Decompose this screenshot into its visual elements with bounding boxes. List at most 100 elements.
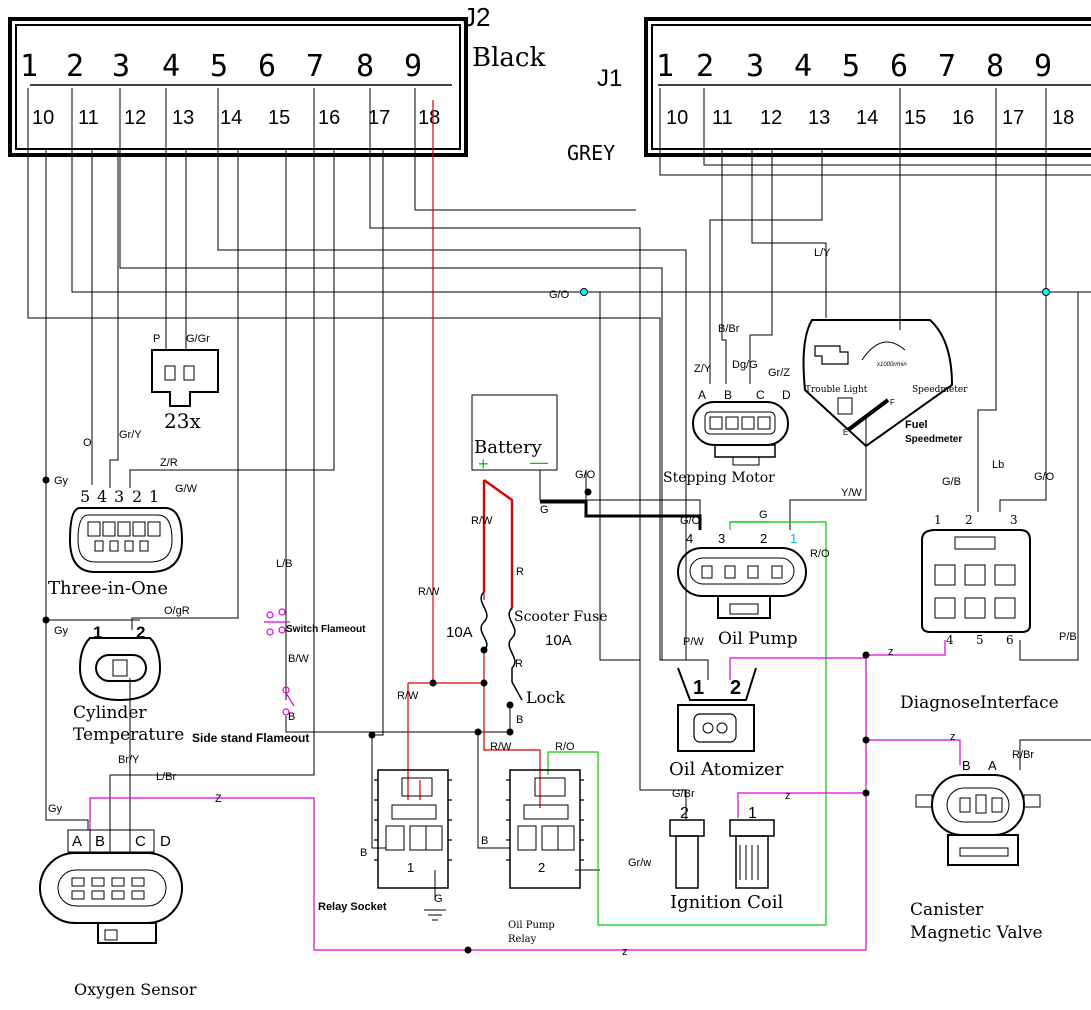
j2-bottom-pin-13: 13: [172, 107, 194, 129]
wire-pw: P/W: [683, 636, 704, 648]
ignition-coil-pin-2: 2: [680, 805, 689, 822]
wire-yw: Y/W: [841, 487, 862, 499]
switch-flameout-label: Switch Flameout: [286, 624, 366, 635]
three-in-one-label: Three-in-One: [48, 578, 168, 599]
j2-bottom-pin-17: 17: [368, 107, 390, 129]
ignition-coil: [669, 819, 775, 889]
oil-pump-pin-3: 3: [718, 531, 725, 546]
wire-rbr: R/Br: [1012, 749, 1034, 761]
diagnose-bottom-pin-4: 4: [946, 633, 954, 647]
wire-go-batt: G/O: [575, 469, 596, 481]
wire-lb-diag: Lb: [992, 459, 1004, 471]
j1-top-pin-6: 6: [890, 49, 908, 84]
wire-gb: G/B: [942, 476, 961, 488]
stepping-motor-pin-C: C: [756, 388, 765, 402]
wire-zy: Z/Y: [694, 363, 712, 375]
switch-flameout-symbol: [264, 608, 290, 636]
wire-z-can: z: [950, 731, 956, 743]
stepping-motor-pin-A: A: [698, 388, 706, 402]
ground-wire-g: [540, 500, 702, 530]
wire-gy-top: Gy: [54, 475, 69, 487]
j2-top-pin-1: 1: [20, 49, 38, 84]
stepping-motor: [692, 401, 789, 466]
wire-grw: Gr/w: [628, 857, 651, 869]
scooter-fuse-rating: 10A: [545, 632, 572, 649]
wire-ogr: O/gR: [164, 605, 190, 617]
diagnose-bottom-pin-6: 6: [1006, 633, 1014, 647]
fuse-right: [508, 607, 516, 682]
go-junction-left: [580, 288, 588, 296]
wire-rw-relay2: R/W: [490, 741, 512, 753]
j1-top-pin-8: 8: [986, 49, 1004, 84]
lock-switch: [511, 681, 523, 701]
j1-bottom-pin-17: 17: [1002, 107, 1024, 129]
three-in-one-pin-1: 1: [149, 487, 159, 506]
wire-lb-switch: L/B: [276, 558, 293, 570]
wire-z-bottom: z: [622, 946, 628, 958]
j2-bottom-pin-18: 18: [418, 107, 440, 129]
j2-top-pin-5: 5: [210, 49, 228, 84]
j2-bottom-pin-15: 15: [268, 107, 290, 129]
canister-label-1: Canister: [910, 900, 984, 920]
battery: [471, 394, 558, 471]
wire-rw-batt: R/W: [471, 515, 493, 527]
j2-top-pin-8: 8: [356, 49, 374, 84]
cylinder-temperature: [78, 637, 162, 702]
wire-go-pump: G/O: [680, 515, 701, 527]
wire-r-lock: R: [515, 658, 523, 670]
j1-bottom-pin-13: 13: [808, 107, 830, 129]
j2-top-pin-3: 3: [112, 49, 130, 84]
j1-top-pin-3: 3: [746, 49, 764, 84]
oxygen-sensor-pin-C: C: [135, 833, 146, 850]
three-in-one-pin-2: 2: [132, 487, 142, 506]
j2-top-pin-7: 7: [306, 49, 324, 84]
wire-bbr: B/Br: [718, 323, 740, 335]
fuse-left: [480, 591, 488, 651]
canister-label-2: Magnetic Valve: [910, 923, 1043, 943]
scooter-fuse-label: Scooter Fuse: [514, 609, 608, 625]
j2-top-pin-9: 9: [404, 49, 422, 84]
wire-go-diag: G/O: [1034, 471, 1055, 483]
speedmeter-label: Speedmeter: [912, 385, 968, 395]
plug-23x: [151, 349, 219, 407]
wire-gy-oxy: Gy: [48, 803, 63, 815]
stepping-motor-pin-D: D: [782, 388, 791, 402]
j1-bottom-pin-10: 10: [666, 107, 688, 129]
j1-title: J1: [597, 65, 622, 92]
j1-top-pin-4: 4: [794, 49, 812, 84]
wire-gw: G/W: [175, 483, 198, 495]
go-junction-right: [1042, 288, 1050, 296]
j1-top-pin-1: 1: [656, 49, 674, 84]
wire-dgg: Dg/G: [732, 359, 758, 371]
cylinder-pin-1: 1: [93, 623, 102, 642]
oil-pump-relay-label-2: Relay: [508, 934, 537, 945]
relay-socket-label: Relay Socket: [318, 901, 387, 913]
oil-pump-pin-4: 4: [686, 531, 693, 546]
battery-plus: +: [478, 454, 489, 474]
diagnose-top-pin-3: 3: [1010, 513, 1018, 527]
diagnose-bottom-pin-5: 5: [976, 633, 984, 647]
j1-bottom-pin-18: 18: [1052, 107, 1074, 129]
relay-2-number: 2: [538, 860, 545, 875]
fuel-mark-f: F: [890, 398, 895, 407]
fuel-mark-e: E: [843, 428, 848, 437]
oxygen-sensor-label: Oxygen Sensor: [74, 980, 197, 999]
left-fuse-rating: 10A: [446, 624, 473, 641]
j1-top-pin-9: 9: [1034, 49, 1052, 84]
wire-grz: Gr/Z: [768, 367, 790, 379]
oxygen-sensor: [39, 829, 183, 944]
wire-pb: P/B: [1059, 631, 1077, 643]
oil-atomizer-pin-1: 1: [693, 677, 704, 699]
j1-bottom-pin-12: 12: [760, 107, 782, 129]
relay-socket-2: [506, 769, 584, 889]
three-in-one-pin-5: 5: [80, 487, 90, 506]
j2-bottom-pin-14: 14: [220, 107, 242, 129]
black-wires: [27, 88, 1091, 900]
wire-ro-pump: R/O: [810, 548, 830, 560]
wire-bw-switch: B/W: [288, 653, 309, 665]
